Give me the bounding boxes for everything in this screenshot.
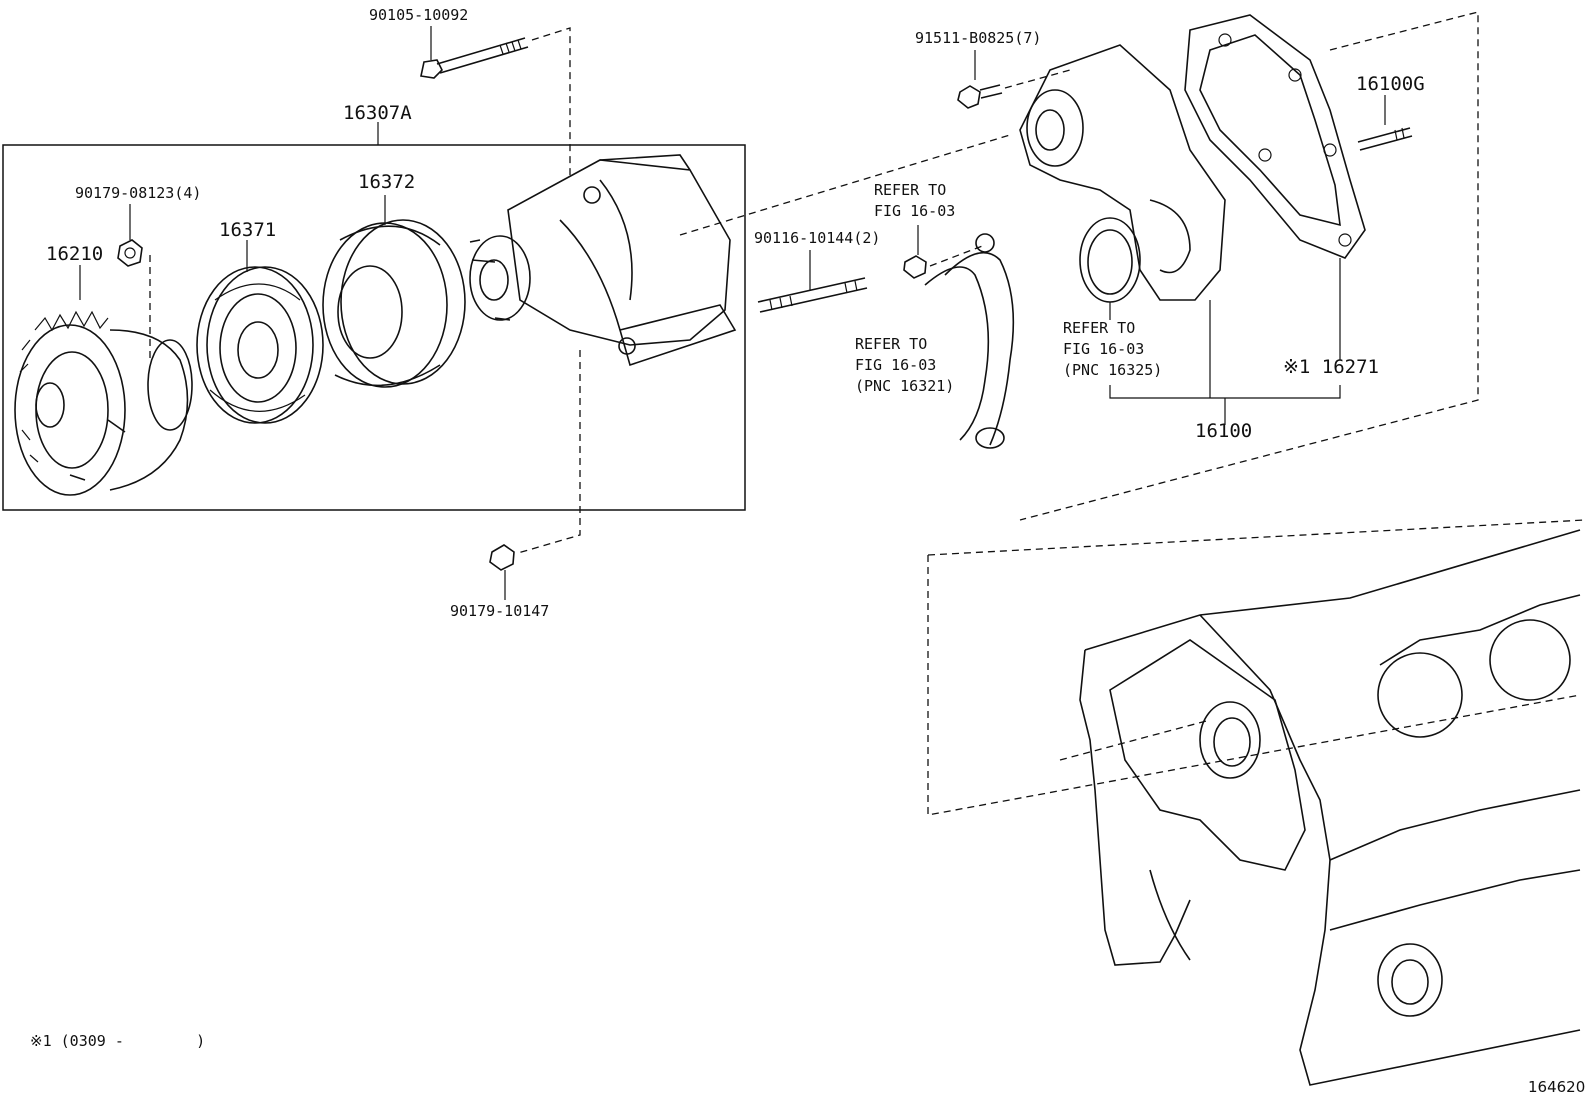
callout-16371: 16371 (219, 219, 277, 241)
nut-refer-a (903, 225, 986, 279)
callout-16210: 16210 (46, 243, 104, 265)
footnote: ※1 (0309 - ) (30, 1032, 206, 1050)
stud-90116-10144 (757, 250, 868, 313)
reference-note-pnc-16321: REFER TO FIG 16-03 (PNC 16321) (855, 335, 955, 395)
bolt-91511-b0825 (957, 50, 1071, 109)
callout-90179-08123: 90179-08123(4) (75, 184, 202, 202)
figure-number: 164620 (1528, 1078, 1586, 1096)
water-pump-16100 (1019, 44, 1226, 398)
callout-90105-10092: 90105-10092 (369, 6, 469, 24)
callout-16100: 16100 (1195, 420, 1253, 442)
pulley-16372 (322, 195, 466, 388)
gasket-16271 (1109, 14, 1366, 425)
fan-clutch-16210 (14, 255, 193, 496)
water-inlet-pipe (924, 233, 1015, 449)
nut-90179-10147 (489, 350, 581, 600)
assembly-frame-16307a (2, 144, 746, 511)
nut-90179-08123 (117, 204, 143, 267)
reference-note-fig-16-03: REFER TO FIG 16-03 (874, 181, 956, 220)
callout-16271: ※1 16271 (1283, 356, 1379, 378)
reference-note-pnc-16325: REFER TO FIG 16-03 (PNC 16325) (1063, 319, 1163, 379)
callout-16372: 16372 (358, 171, 416, 193)
callout-91511-b0825: 91511-B0825(7) (915, 29, 1042, 47)
callout-90179-10147: 90179-10147 (450, 602, 550, 620)
callout-16307a: 16307A (343, 102, 412, 124)
callout-90116-10144: 90116-10144(2) (754, 229, 881, 247)
engine-block (927, 519, 1586, 1086)
pump-housing (469, 154, 737, 367)
pulley-16371 (196, 240, 324, 424)
callout-16100g: 16100G (1356, 73, 1425, 95)
stud-16100g (1357, 95, 1413, 151)
bolt-90105-10092 (420, 26, 571, 180)
